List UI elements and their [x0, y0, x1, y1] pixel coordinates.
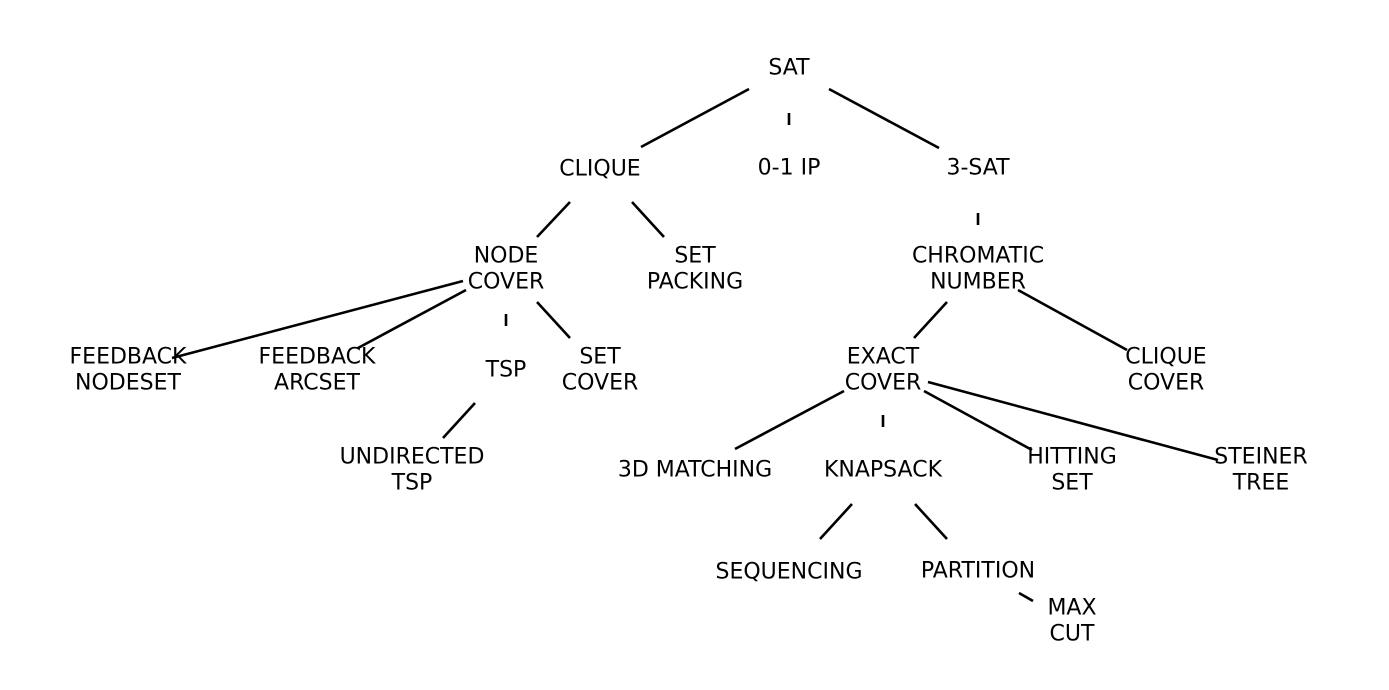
- node-feedback-arcset-line: ARCSET: [274, 371, 360, 396]
- edge-sat-to-sat3: [828, 87, 940, 150]
- node-chromatic-number-line: CHROMATIC: [912, 244, 1044, 269]
- node-max-cut-line: MAX: [1047, 596, 1096, 621]
- edge-clique-to-node-cover: [536, 201, 571, 238]
- node-set-cover-line: SET: [579, 345, 621, 370]
- node-set-cover-line: COVER: [562, 371, 639, 396]
- node-clique-cover-line: CLIQUE: [1125, 345, 1206, 370]
- edge-exact-cover-to-hitting-set: [923, 389, 1033, 452]
- node-feedback-nodeset-line: NODESET: [75, 371, 181, 396]
- edge-node-cover-to-set-cover: [536, 301, 571, 339]
- node-sequencing: SEQUENCING: [716, 560, 863, 585]
- node-ip01-line: 0-1 IP: [758, 156, 821, 181]
- node-max-cut-line: CUT: [1050, 622, 1095, 647]
- node-tsp-line: TSP: [485, 358, 527, 383]
- node-sat: SAT: [768, 56, 810, 81]
- node-clique-line: CLIQUE: [559, 157, 640, 182]
- edge-exact-cover-to-matching-3d: [734, 389, 845, 451]
- node-feedback-arcset-line: FEEDBACK: [259, 345, 377, 370]
- edge-node-cover-to-feedback-arcset: [357, 288, 467, 350]
- node-undirected-tsp-line: TSP: [391, 471, 433, 496]
- node-steiner-tree-line: TREE: [1232, 471, 1290, 496]
- edge-partition-to-max-cut: [1018, 591, 1034, 603]
- node-set-packing-line: SET: [674, 244, 716, 269]
- edge-knapsack-to-partition: [914, 503, 948, 540]
- node-undirected-tsp-line: UNDIRECTED: [340, 445, 485, 470]
- node-knapsack: KNAPSACK: [824, 458, 943, 483]
- node-ip01: 0-1 IP: [758, 156, 821, 181]
- node-partition: PARTITION: [921, 559, 1035, 584]
- node-node-cover-line: COVER: [468, 270, 545, 295]
- edge-knapsack-to-sequencing: [819, 503, 853, 540]
- node-matching-3d-line: 3D MATCHING: [618, 458, 772, 483]
- edge-chromatic-number-to-clique-cover: [1017, 288, 1128, 352]
- node-set-packing-line: PACKING: [647, 270, 743, 295]
- node-sequencing-line: SEQUENCING: [716, 560, 863, 585]
- edge-sat-to-clique: [640, 87, 750, 149]
- edge-node-cover-to-feedback-nodeset: [171, 279, 464, 360]
- node-exact-cover-line: COVER: [845, 371, 922, 396]
- node-node-cover-line: NODE: [474, 244, 539, 269]
- node-exact-cover-line: EXACT: [847, 345, 920, 370]
- node-partition-line: PARTITION: [921, 559, 1035, 584]
- edge-exact-cover-to-steiner-tree: [927, 380, 1219, 462]
- node-clique-cover-line: COVER: [1128, 371, 1205, 396]
- node-knapsack-line: KNAPSACK: [824, 458, 943, 483]
- edges: [171, 87, 1219, 603]
- node-matching-3d: 3D MATCHING: [618, 458, 772, 483]
- edge-tsp-to-undirected-tsp: [442, 402, 476, 439]
- node-clique: CLIQUE: [559, 157, 640, 182]
- node-tsp: TSP: [485, 358, 527, 383]
- node-sat3: 3-SAT: [946, 156, 1010, 181]
- node-hitting-set-line: HITTING: [1027, 445, 1117, 470]
- node-sat3-line: 3-SAT: [946, 156, 1010, 181]
- edge-chromatic-number-to-exact-cover: [913, 301, 948, 339]
- node-feedback-nodeset-line: FEEDBACK: [70, 345, 188, 370]
- node-sat-line: SAT: [768, 56, 810, 81]
- node-hitting-set-line: SET: [1051, 471, 1093, 496]
- edge-clique-to-set-packing: [631, 201, 665, 238]
- node-chromatic-number-line: NUMBER: [930, 270, 1026, 295]
- node-steiner-tree-line: STEINER: [1214, 445, 1307, 470]
